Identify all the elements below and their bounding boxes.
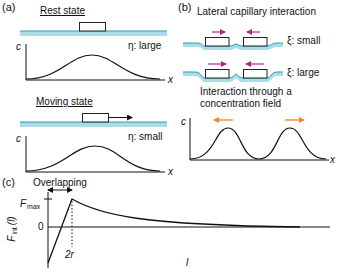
dotted-guide [72, 201, 73, 247]
fmax-label: Fmax [20, 193, 40, 211]
surface-line [183, 43, 283, 46]
concentration-curve [190, 128, 326, 159]
label-text: (a) [2, 1, 15, 14]
axis-line [190, 118, 191, 160]
concentration-curve [26, 146, 160, 171]
label-text: F [20, 198, 26, 209]
axis-tick [44, 199, 52, 200]
label-text: x [330, 154, 335, 166]
surface-line [183, 72, 283, 78]
axis-line [26, 172, 165, 173]
axis-title: Fint (l) [1, 216, 19, 241]
label-text: ξ: large [287, 67, 319, 79]
label-text: 0 [38, 221, 44, 233]
axis-line [48, 192, 49, 268]
label-text: max [27, 203, 40, 210]
attraction-arrow [208, 63, 226, 64]
motion-arrow [109, 117, 132, 118]
axis-line [26, 80, 165, 81]
axis-line [26, 136, 27, 172]
label-text: ξ: small [287, 35, 320, 47]
label-text: c [16, 41, 21, 53]
label-text: c [181, 116, 186, 128]
particle-box [244, 38, 268, 47]
force-curve [48, 199, 300, 263]
label-text: int [11, 227, 18, 234]
attraction-arrow [246, 63, 264, 64]
overlap-arrow [48, 190, 72, 191]
repulsion-arrow [285, 119, 304, 120]
label-text: (b) [178, 1, 191, 14]
label-text: c [16, 133, 21, 145]
axis-line [26, 44, 27, 80]
concentration-curve [26, 55, 160, 79]
attraction-arrow [212, 31, 225, 32]
water-surface [20, 31, 167, 36]
label-text: Interaction through a concentration fiel… [200, 86, 294, 109]
label-text: Overlapping [33, 177, 87, 189]
label-text: Lateral capillary interaction [197, 6, 316, 18]
label-text: (l) [6, 216, 17, 225]
particle-box [206, 38, 230, 47]
label-text: 2r [65, 249, 74, 261]
axis-line [190, 160, 329, 161]
label-text: F [6, 236, 17, 242]
label-text: Moving state [36, 96, 93, 108]
particle-box [80, 23, 106, 32]
label-text: l [186, 257, 188, 269]
particle-box [244, 70, 268, 79]
label-text: (c) [2, 176, 15, 189]
label-text: Rest state [40, 5, 85, 17]
particle-box [83, 114, 109, 123]
water-surface [183, 72, 283, 82]
label-text: x [168, 166, 173, 178]
particle-box [206, 70, 230, 79]
water-surface [20, 122, 167, 127]
label-text: η: large [128, 40, 161, 52]
label-text: η: small [128, 131, 162, 143]
repulsion-arrow [214, 119, 233, 120]
water-surface [183, 43, 283, 50]
label-text: x [168, 74, 173, 86]
attraction-arrow [247, 31, 260, 32]
